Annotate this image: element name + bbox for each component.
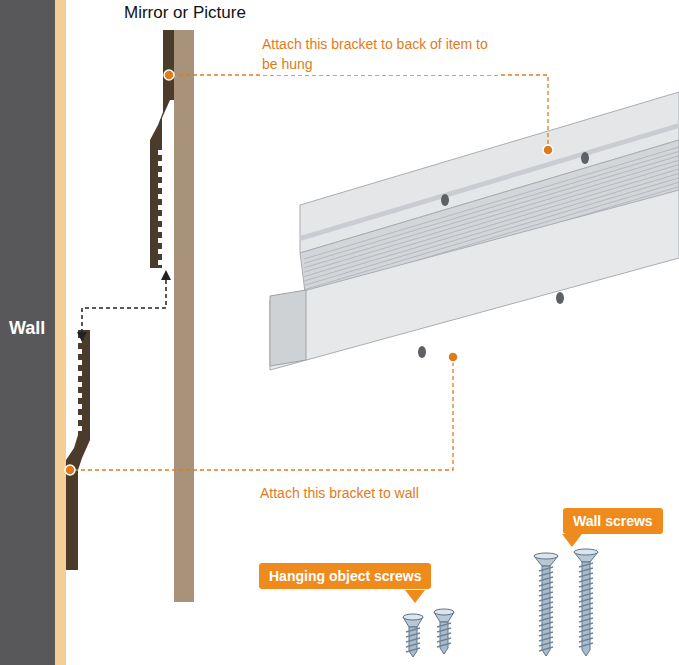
callout-dots xyxy=(65,70,553,475)
screw-head-top xyxy=(434,609,454,615)
tooth xyxy=(78,393,82,398)
screw-thread xyxy=(539,647,553,651)
bubble-tail xyxy=(405,590,425,603)
screw-thread xyxy=(579,578,593,582)
screw-thread xyxy=(406,638,420,642)
node-text: Hanging object screws xyxy=(269,568,421,584)
screw-thread xyxy=(437,623,451,627)
aluminum-bracket xyxy=(270,92,679,370)
screws xyxy=(403,549,598,657)
screw-thread xyxy=(579,568,593,572)
screw-thread xyxy=(579,638,593,642)
screw-thread xyxy=(579,618,593,622)
screw-thread xyxy=(579,603,593,607)
screw-thread xyxy=(579,598,593,602)
screw-thread xyxy=(579,643,593,647)
tooth xyxy=(158,150,162,155)
instruction-text: Attach this bracket to wall xyxy=(258,483,421,503)
tooth xyxy=(158,194,162,199)
tooth xyxy=(158,172,162,177)
screw-thread xyxy=(579,628,593,632)
screw-head-top xyxy=(403,614,423,620)
screw-head-top xyxy=(534,553,558,559)
callout-bubble: Hanging object screws xyxy=(259,563,431,589)
tooth xyxy=(158,249,162,254)
tooth xyxy=(158,238,162,243)
picture-bracket-profile xyxy=(150,30,174,268)
callout-bubble: Wall screws xyxy=(563,508,663,534)
screw-thread xyxy=(539,627,553,631)
tooth xyxy=(158,183,162,188)
leader-lines xyxy=(74,75,548,470)
screw-thread xyxy=(437,628,451,632)
instruction-text: Attach this bracket to back of item to b… xyxy=(260,34,500,75)
tooth xyxy=(158,205,162,210)
screw-thread xyxy=(579,588,593,592)
engage-arrow xyxy=(82,280,166,340)
wall-band: Wall xyxy=(0,0,55,665)
screw-thread xyxy=(406,633,420,637)
picture-panel xyxy=(174,30,194,602)
screw-thread xyxy=(579,613,593,617)
tooth xyxy=(78,360,82,365)
tooth xyxy=(78,404,82,409)
screw-thread xyxy=(579,573,593,577)
tooth xyxy=(78,415,82,420)
item-label: Mirror or Picture xyxy=(122,1,248,26)
tooth xyxy=(78,349,82,354)
bracket-teeth xyxy=(78,150,162,431)
screw-thread xyxy=(406,628,420,632)
tooth xyxy=(78,371,82,376)
screw-thread xyxy=(539,577,553,581)
screw-thread xyxy=(539,597,553,601)
screw-thread xyxy=(406,643,420,647)
screw-thread xyxy=(437,633,451,637)
screw-thread xyxy=(539,612,553,616)
screw-thread xyxy=(539,637,553,641)
bubble-tail xyxy=(562,534,582,547)
screw-thread xyxy=(579,623,593,627)
wall-bracket-profile xyxy=(66,330,90,570)
screw-thread xyxy=(579,563,593,567)
tooth xyxy=(78,426,82,431)
screw-shank xyxy=(440,622,448,654)
tooth xyxy=(158,161,162,166)
screw-head-top xyxy=(574,549,598,555)
screw-thread xyxy=(539,572,553,576)
screw-thread xyxy=(539,632,553,636)
screw-thread xyxy=(579,608,593,612)
screw-thread xyxy=(539,642,553,646)
screw-thread xyxy=(406,648,420,652)
node-text: Wall screws xyxy=(573,513,653,529)
screw-thread xyxy=(539,567,553,571)
screw-thread xyxy=(539,607,553,611)
screw-thread xyxy=(579,593,593,597)
tooth xyxy=(78,382,82,387)
screw-thread xyxy=(539,587,553,591)
screw-thread xyxy=(437,638,451,642)
tooth xyxy=(158,227,162,232)
tooth xyxy=(158,216,162,221)
wall-surface xyxy=(55,0,66,665)
screw-thread xyxy=(539,622,553,626)
node-text: Wall xyxy=(9,318,55,339)
screw-thread xyxy=(579,583,593,587)
screw-thread xyxy=(539,582,553,586)
screw-thread xyxy=(539,602,553,606)
screw-thread xyxy=(539,592,553,596)
arrow-head xyxy=(161,270,171,280)
screw-thread xyxy=(579,633,593,637)
tooth xyxy=(158,260,162,265)
screw-thread xyxy=(539,617,553,621)
screw-thread xyxy=(437,643,451,647)
arrow-head xyxy=(77,332,87,342)
